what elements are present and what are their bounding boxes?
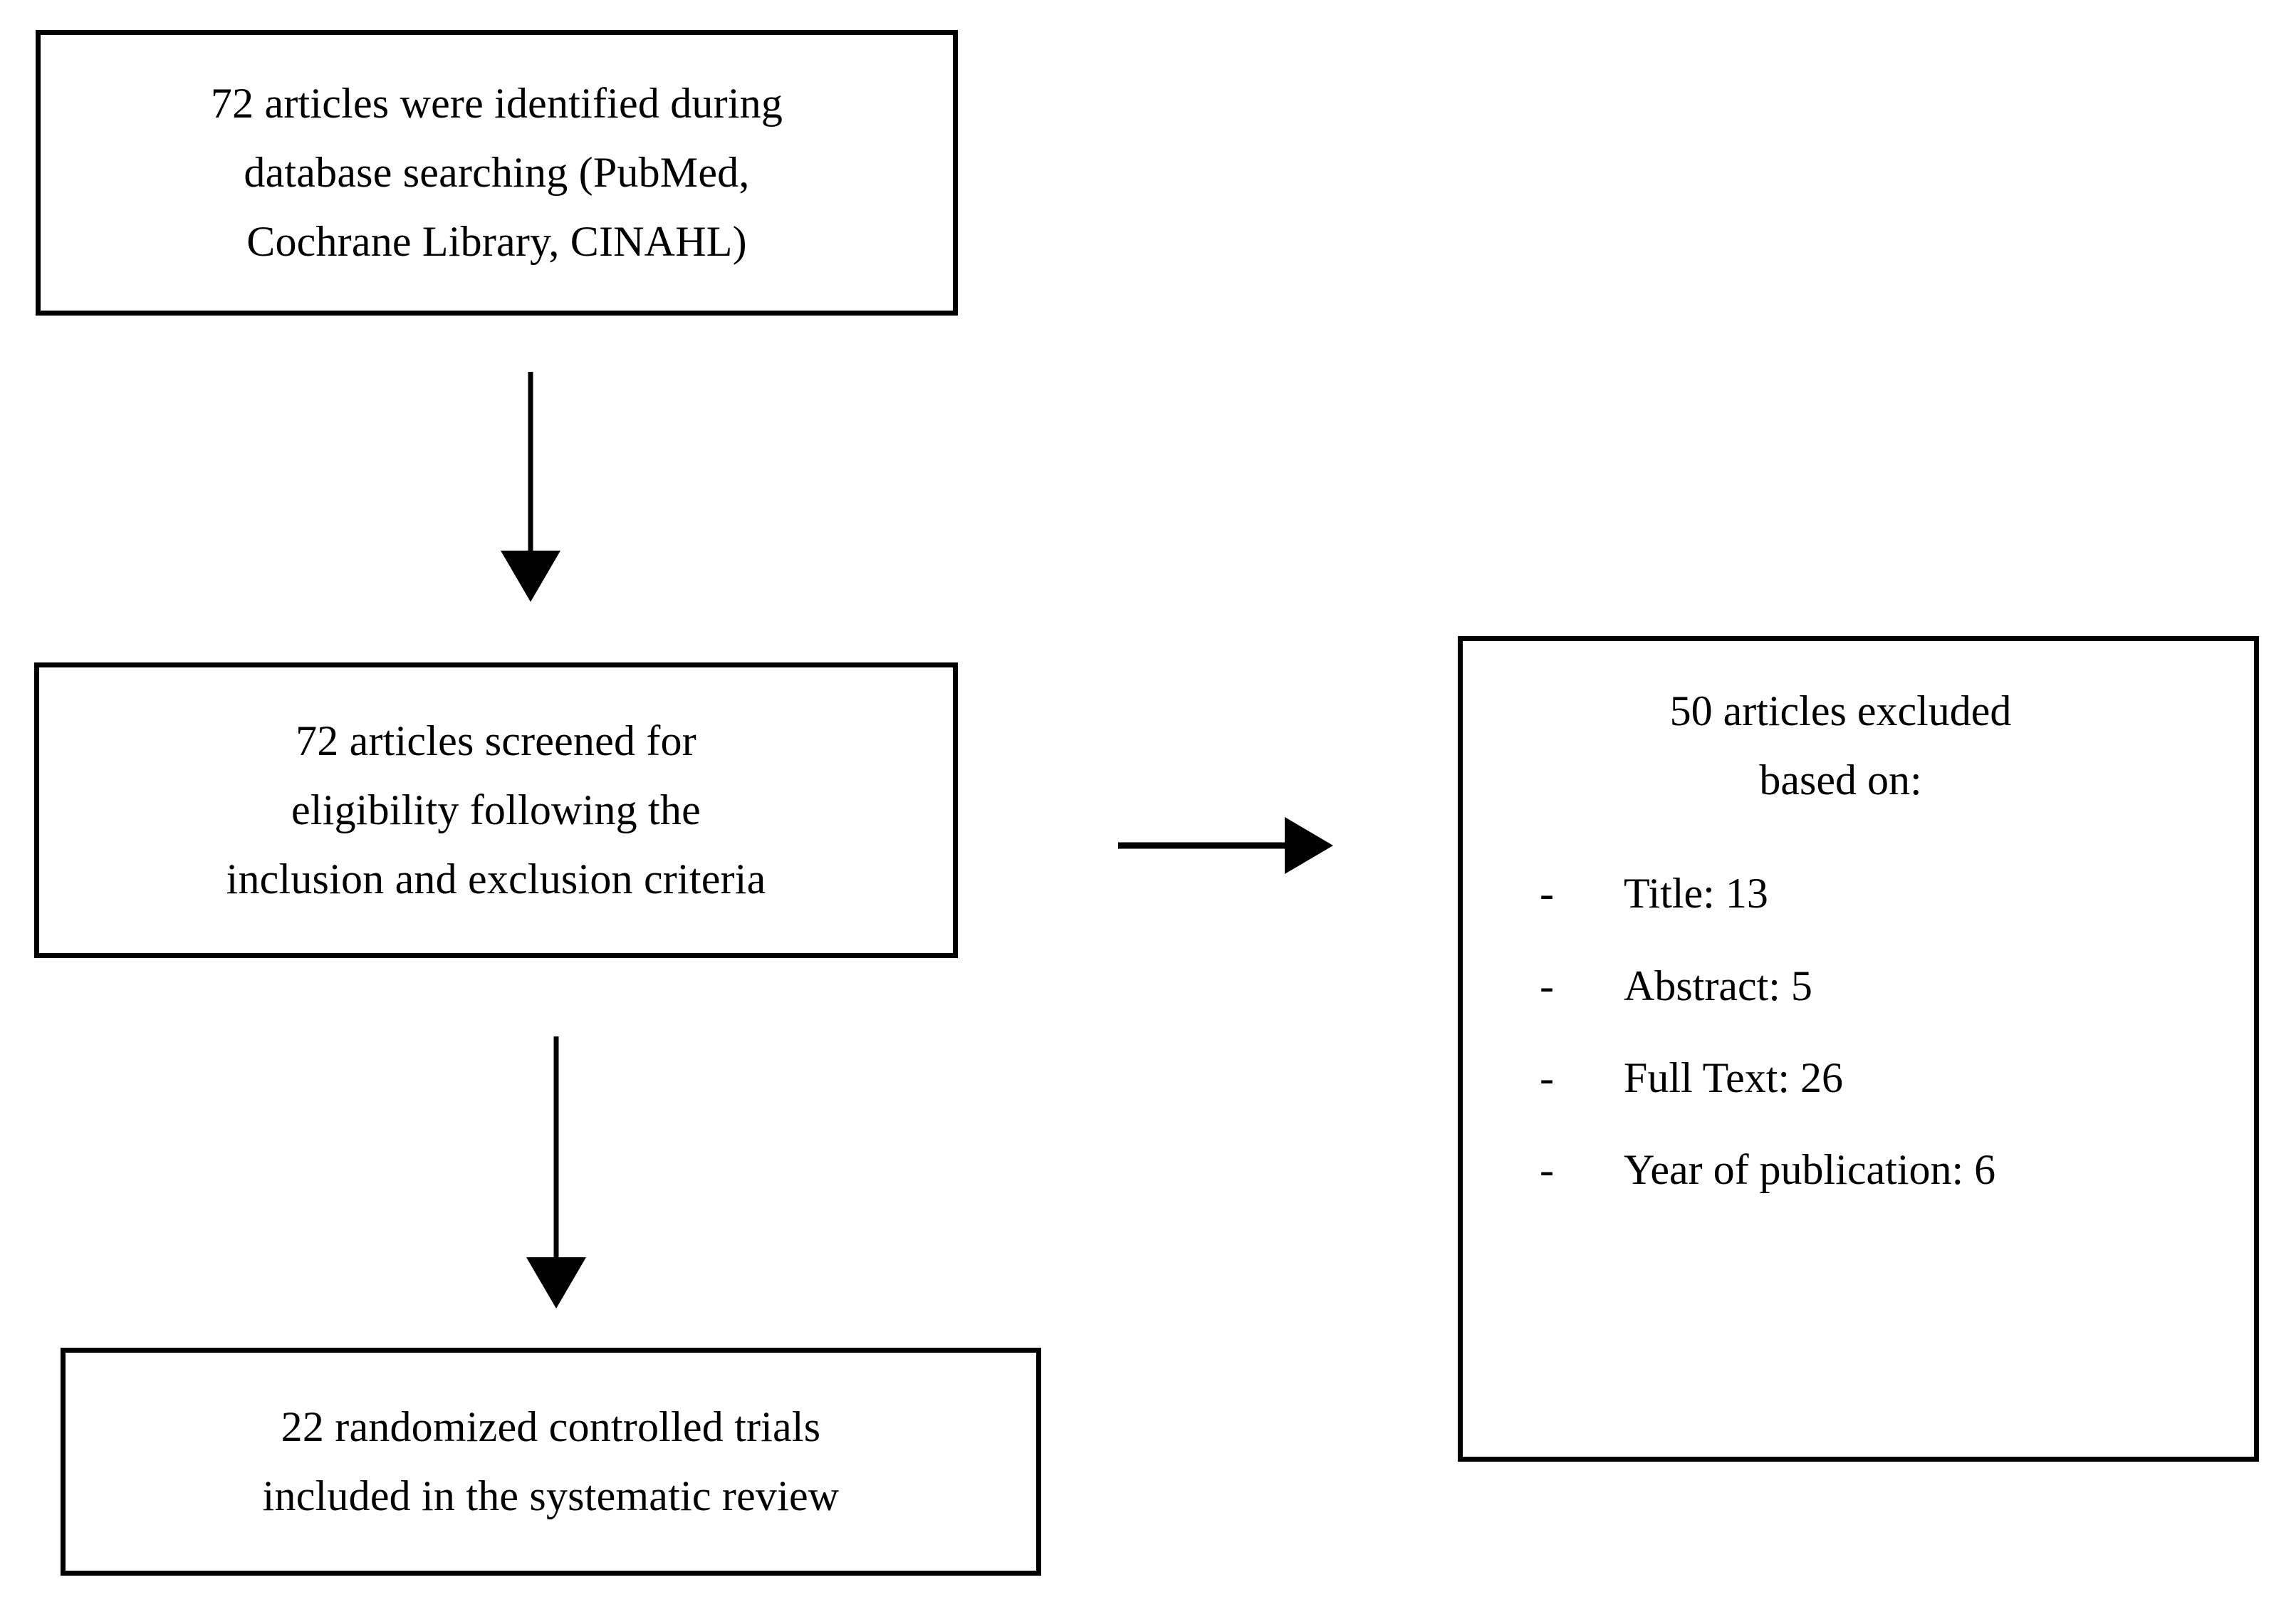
arrow-shaft <box>528 372 533 553</box>
box-articles-screened: 72 articles screened for eligibility fol… <box>34 662 958 958</box>
exclusion-reason-abstract: Abstract: 5 <box>1624 962 1812 1009</box>
bullet-dash-icon: - <box>1540 870 1554 917</box>
list-item: - Abstract: 5 <box>1463 952 2254 1021</box>
arrow-head-down-icon <box>526 1257 586 1309</box>
exclusion-reason-list: - Title: 13 - Abstract: 5 - Full Text: 2… <box>1463 859 2254 1227</box>
box-articles-identified: 72 articles were identified during datab… <box>36 30 958 316</box>
box-articles-screened-text: 72 articles screened for eligibility fol… <box>226 717 766 903</box>
arrow-screened-to-excluded <box>1118 817 1333 874</box>
arrow-head-down-icon <box>501 551 560 602</box>
box-trials-included-text: 22 randomized controlled trials included… <box>262 1403 840 1519</box>
list-item: - Title: 13 <box>1463 859 2254 928</box>
arrow-shaft <box>553 1036 559 1259</box>
box-trials-included: 22 randomized controlled trials included… <box>61 1348 1041 1576</box>
list-item: - Year of publication: 6 <box>1463 1135 2254 1205</box>
exclusion-reason-title: Title: 13 <box>1624 870 1768 917</box>
exclusion-reason-full-text: Full Text: 26 <box>1624 1054 1844 1101</box>
box-articles-excluded: 50 articles excluded based on: - Title: … <box>1458 636 2259 1462</box>
exclusion-reason-year-of-publication: Year of publication: 6 <box>1624 1145 1996 1193</box>
bullet-dash-icon: - <box>1540 1054 1554 1101</box>
list-item: - Full Text: 26 <box>1463 1044 2254 1113</box>
bullet-dash-icon: - <box>1540 962 1554 1009</box>
arrow-shaft <box>1118 842 1289 849</box>
box-articles-excluded-heading: 50 articles excluded based on: <box>1669 687 2012 804</box>
arrow-identified-to-screened <box>501 372 560 602</box>
box-articles-identified-text: 72 articles were identified during datab… <box>210 79 783 266</box>
arrow-screened-to-included <box>526 1036 586 1309</box>
arrow-head-right-icon <box>1285 817 1333 874</box>
bullet-dash-icon: - <box>1540 1145 1554 1193</box>
